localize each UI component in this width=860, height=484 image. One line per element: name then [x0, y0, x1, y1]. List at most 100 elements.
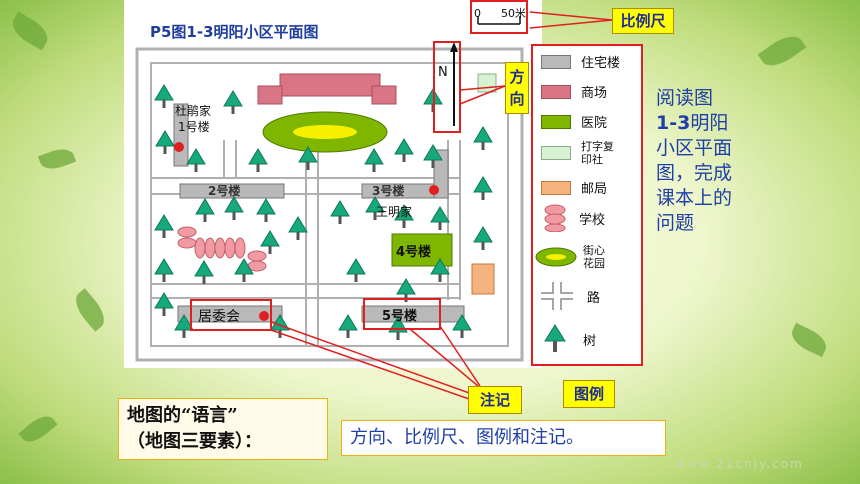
tree-group: [154, 84, 493, 340]
building-3-owner-label: 王明家: [376, 204, 412, 219]
legend-item: 学校: [541, 204, 605, 232]
committee-label: 居委会: [198, 309, 240, 325]
building-5-label: 5号楼: [382, 308, 417, 324]
north-label: N: [438, 65, 448, 80]
legend-item: 街心花园: [535, 244, 605, 270]
print-shop-swatch: [541, 146, 571, 160]
tree-icon: [154, 84, 174, 108]
legend-item: 打字复印社: [541, 140, 614, 166]
annotation-leader: [270, 329, 473, 401]
print-shop: [477, 73, 497, 93]
committee-building: [177, 305, 283, 323]
building-swatch: [541, 54, 571, 69]
tree-icon: [174, 314, 194, 338]
question-line: （地图三要素）：: [127, 431, 262, 452]
mall-swatch: [541, 84, 571, 99]
annotation-leader: [270, 321, 473, 395]
scale-bar: 0 50米: [470, 0, 528, 34]
tree-icon: [195, 198, 215, 222]
north-arrow-head: [450, 42, 458, 52]
building-5-highlight: [363, 298, 441, 330]
building-2: [179, 183, 285, 199]
home-marker: [174, 142, 184, 152]
annotation-leader: [439, 325, 481, 387]
inner-boundary: [150, 62, 509, 347]
question-box: 地图的“语言” （地图三要素）：: [118, 398, 328, 460]
building-3-wing: [433, 149, 449, 199]
post-office: [471, 263, 495, 295]
tree-icon: [224, 196, 244, 220]
tree-icon: [430, 258, 450, 282]
tree-icon: [364, 148, 384, 172]
outer-boundary: [135, 47, 524, 362]
building-1-label: 1号楼: [178, 119, 210, 134]
committee-highlight: [190, 299, 272, 331]
building-2-label: 2号楼: [208, 183, 240, 198]
garden-icon: [535, 247, 577, 267]
tree-icon: [452, 314, 472, 338]
direction-callout: 方向: [505, 62, 529, 114]
tree-icon: [430, 206, 450, 230]
building-1-owner-label: 杜鹃家: [175, 103, 211, 118]
tree-icon: [544, 324, 566, 352]
annotation-callout: 注记: [468, 386, 522, 414]
tree-icon: [423, 144, 443, 168]
tree-icon: [473, 226, 493, 250]
question-line: 地图的“语言”: [127, 405, 238, 426]
legend-item: 邮局: [541, 178, 607, 197]
school: [177, 226, 267, 272]
tree-icon: [186, 148, 206, 172]
building-3-label: 3号楼: [372, 183, 404, 198]
home-marker: [259, 311, 269, 321]
building-4-label: 4号楼: [396, 244, 431, 260]
road-icon: [541, 282, 573, 310]
annotation-leader: [409, 328, 479, 387]
tree-icon: [154, 214, 174, 238]
post-office-swatch: [541, 180, 571, 195]
scale-callout: 比例尺: [612, 8, 674, 34]
tree-icon: [288, 216, 308, 240]
tree-icon: [473, 126, 493, 150]
home-marker: [429, 185, 439, 195]
scale-leader: [529, 11, 613, 21]
tree-icon: [330, 200, 350, 224]
scale-zero: 0: [474, 7, 481, 20]
tree-icon: [223, 90, 243, 114]
building-5: [361, 305, 465, 323]
tree-icon: [256, 198, 276, 222]
legend-callout: 图例: [563, 380, 615, 408]
tree-icon: [338, 314, 358, 338]
mall: [257, 73, 397, 105]
school-icon: [544, 204, 566, 232]
legend-item: 医院: [541, 112, 607, 131]
tree-icon: [473, 176, 493, 200]
watermark: www.21cnjy.com: [676, 457, 804, 471]
scale-distance: 50米: [501, 7, 526, 20]
hospital-building-4: [391, 233, 453, 267]
direction-highlight: [433, 41, 461, 133]
tree-icon: [194, 260, 214, 284]
tree-icon: [346, 258, 366, 282]
tree-icon: [394, 138, 414, 162]
tree-icon: [260, 230, 280, 254]
legend-item: 路: [541, 282, 600, 310]
scale-leader: [529, 19, 613, 29]
legend-item: 商场: [541, 82, 607, 101]
legend-box: 住宅楼 商场 医院 打字复印社 邮局 学校 街心花园: [531, 44, 643, 366]
answer-box: 方向、比例尺、图例和注记。: [341, 420, 666, 456]
tree-icon: [394, 204, 414, 228]
map-title: P5图1-3明阳小区平面图: [150, 23, 319, 41]
garden-center: [293, 125, 357, 139]
legend-item: 住宅楼: [541, 52, 620, 71]
hospital-swatch: [541, 114, 571, 129]
direction-leader: [459, 85, 506, 91]
tree-icon: [155, 130, 175, 154]
direction-leader: [459, 85, 506, 105]
tree-icon: [248, 148, 268, 172]
tree-icon: [154, 258, 174, 282]
road: [151, 140, 461, 346]
legend-item: 树: [541, 324, 596, 354]
instruction-text: 阅读图 1-3明阳小区平面图，完成课本上的问题: [656, 87, 733, 234]
tree-icon: [365, 196, 385, 220]
